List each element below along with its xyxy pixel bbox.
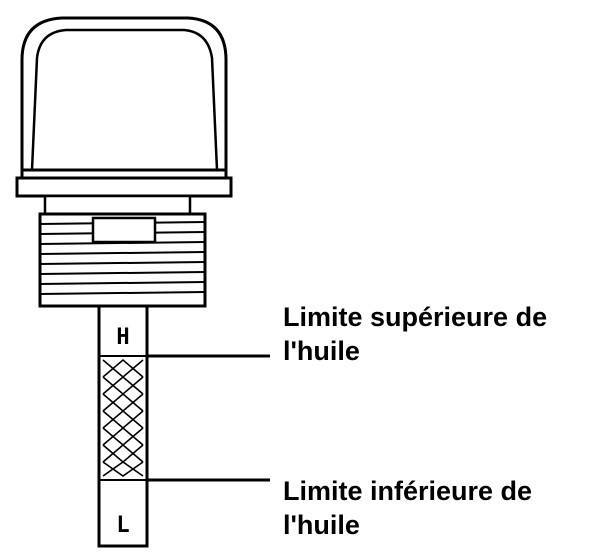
hatch-chevron: [102, 392, 144, 412]
cap-inner-face: [30, 28, 219, 172]
dipstick-blade: H L: [97, 304, 149, 548]
crosshatch-zone: [102, 358, 144, 477]
high-mark-letter: H: [116, 325, 129, 350]
blade-outline: [97, 304, 149, 548]
hatch-chevron: [102, 461, 144, 477]
callout-leaders: [147, 354, 270, 482]
threaded-neck: [38, 194, 207, 308]
upper-limit-label-line1: Limite supérieure de: [283, 302, 548, 332]
lower-limit-label-line1: Limite inférieure de: [283, 476, 533, 506]
lower-limit-label: Limite inférieure de l'huile: [283, 474, 532, 542]
upper-limit-label-line2: l'huile: [283, 336, 360, 366]
hatch-chevron: [102, 409, 144, 429]
thread-key-notch: [91, 216, 157, 244]
upper-limit-label: Limite supérieure de l'huile: [283, 300, 547, 368]
dipstick-cap: [15, 16, 233, 198]
hatch-chevron: [102, 358, 144, 378]
hatch-chevron: [102, 443, 144, 463]
neck-collar: [43, 194, 192, 216]
hatch-chevron: [102, 375, 144, 395]
lower-limit-label-line2: l'huile: [283, 510, 360, 540]
hatch-chevron: [102, 461, 144, 477]
cap-base-ring: [15, 176, 233, 198]
low-mark-letter: L: [116, 513, 129, 538]
hatch-chevron: [102, 426, 144, 446]
